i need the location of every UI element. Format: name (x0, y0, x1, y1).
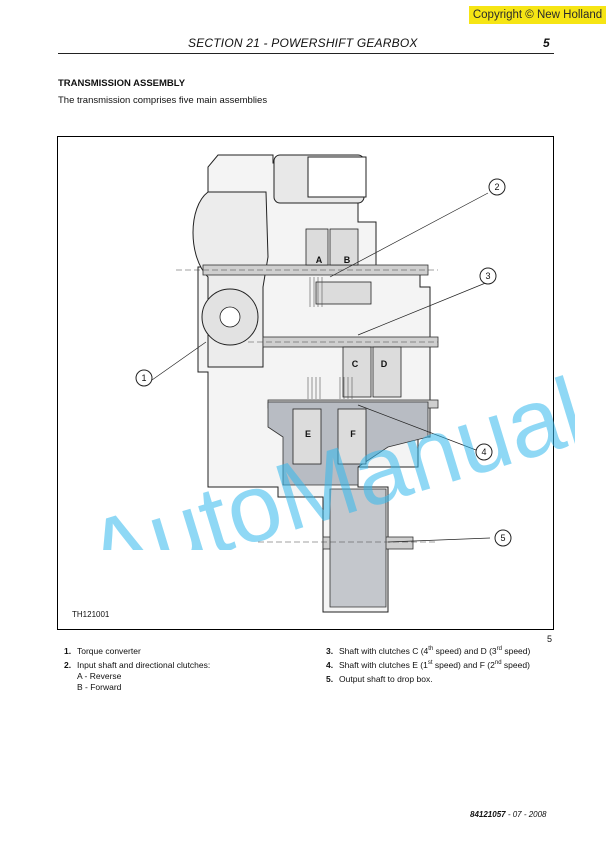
section-title: SECTION 21 - POWERSHIFT GEARBOX (188, 36, 418, 50)
section-heading: TRANSMISSION ASSEMBLY (58, 78, 186, 89)
intro-text: The transmission comprises five main ass… (58, 95, 268, 106)
clutch-label-c: C (352, 359, 359, 369)
callout-3: 3 (485, 271, 490, 281)
clutch-label-a: A (316, 255, 323, 265)
clutch-label-b: B (344, 255, 351, 265)
legend-item-3: 3.Shaft with clutches C (4th speed) and … (326, 646, 531, 656)
legend-item-4: 4.Shaft with clutches E (1st speed) and … (326, 660, 530, 670)
clutch-label-d: D (381, 359, 388, 369)
legend-item-2: 2.Input shaft and directional clutches: (64, 660, 211, 670)
legend-right: 3.Shaft with clutches C (4th speed) and … (326, 646, 530, 685)
footer-doc-ref: 84121057 - 07 - 2008 (470, 810, 547, 819)
transmission-figure: 2 3 1 4 5 A B C D E F TH121001 (57, 136, 554, 630)
legend-item-2b: B - Forward (77, 682, 122, 692)
callout-5: 5 (500, 533, 505, 543)
figure-code: TH121001 (72, 610, 110, 619)
callout-2: 2 (494, 182, 499, 192)
clutch-label-e: E (305, 429, 311, 439)
legend-item-5: 5.Output shaft to drop box. (326, 674, 433, 684)
figure-number: 5 (547, 634, 553, 644)
header-rule (58, 53, 554, 54)
legend-left: 1.Torque converter 2.Input shaft and dir… (64, 646, 210, 693)
clutch-label-f: F (350, 429, 356, 439)
callout-4: 4 (481, 447, 486, 457)
page-number: 5 (543, 36, 550, 50)
copyright-banner: Copyright © New Holland (469, 6, 606, 24)
callout-1: 1 (141, 373, 146, 383)
transmission-cross-section-drawing: 2 3 1 4 5 A B C D E F (135, 154, 512, 613)
legend-item-2a: A - Reverse (77, 671, 122, 681)
legend-item-1: 1.Torque converter (64, 646, 141, 656)
